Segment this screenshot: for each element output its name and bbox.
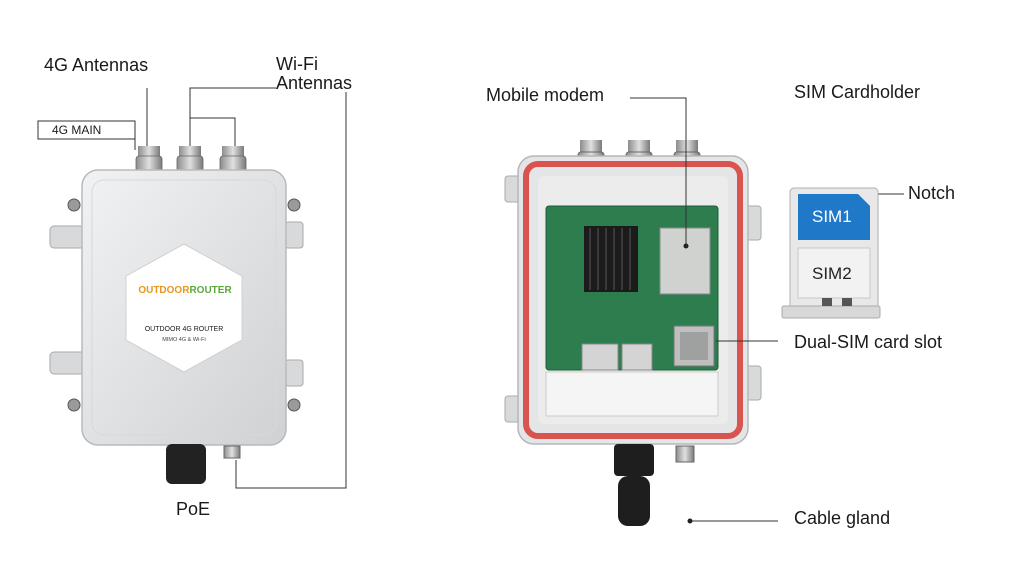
- product-subtitle: MIMO 4G & Wi-Fi: [162, 337, 206, 343]
- poe-label: PoE: [176, 499, 211, 519]
- leader-lines-left: [37, 87, 347, 489]
- sim-cardholder: [781, 187, 881, 319]
- main-antenna-tag: 4G MAIN: [52, 123, 102, 137]
- sim2-label: SIM2: [812, 264, 852, 283]
- brand-outdoor-text: OUTDOOR: [138, 285, 190, 296]
- antenna-connector-wifi-2: [219, 146, 247, 173]
- open-router: [504, 140, 762, 526]
- sim1-label: SIM1: [812, 207, 852, 226]
- product-name: OUTDOOR 4G ROUTER: [144, 326, 224, 333]
- cable-gland: [614, 444, 654, 476]
- sim1-card: [798, 194, 870, 240]
- brand-logo: OUTDOORROUTER: [138, 285, 232, 296]
- poe-connector: [223, 445, 241, 459]
- notch-label: Notch: [908, 183, 956, 203]
- mobile-modem-module: [659, 227, 711, 295]
- sim2-card: [797, 247, 871, 299]
- antenna-connector-wifi-1: [176, 146, 204, 173]
- wifi-antenna-label-line2: Antennas: [276, 73, 353, 93]
- cable-gland-label: Cable gland: [794, 508, 891, 528]
- antenna-4g-label: 4G Antennas: [44, 55, 149, 75]
- brand-router-text: ROUTER: [189, 285, 232, 296]
- poe-cable-gland: [166, 444, 206, 484]
- closed-router: [49, 146, 304, 484]
- sim-cardholder-title: SIM Cardholder: [794, 82, 921, 102]
- antenna-connector-4g-main: [135, 146, 163, 173]
- wifi-antenna-label-line1: Wi-Fi: [276, 54, 318, 74]
- mobile-modem-label: Mobile modem: [486, 85, 605, 105]
- dual-sim-slot-label: Dual-SIM card slot: [794, 332, 943, 352]
